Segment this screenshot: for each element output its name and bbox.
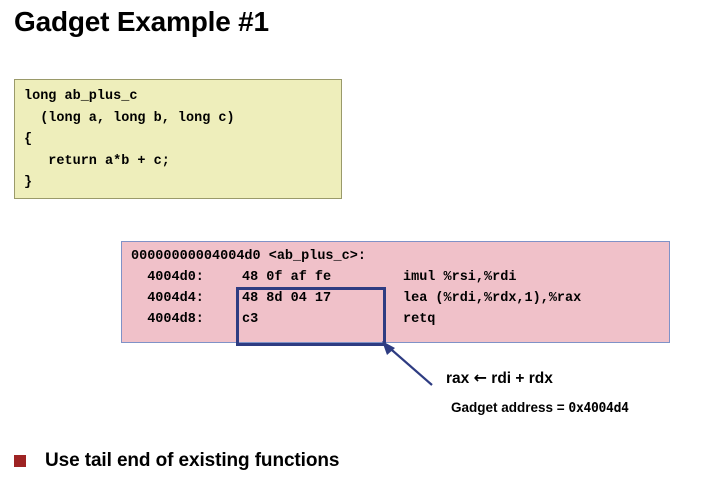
left-arrow-icon: ← xyxy=(473,368,487,387)
disassembly-box: 00000000004004d0 <ab_plus_c>: 4004d0: 48… xyxy=(121,241,670,343)
bullet-item-label: Use tail end of existing functions xyxy=(45,450,340,471)
disassembly-bytes: 48 8d 04 17 xyxy=(242,291,332,306)
bullet-list-item: Use tail end of existing functions xyxy=(14,450,339,472)
page-title: Gadget Example #1 xyxy=(14,6,269,37)
disassembly-address: 4004d4: xyxy=(131,291,204,306)
bullet-square-icon xyxy=(14,455,26,467)
disassembly-mnemonic: lea (%rdi,%rdx,1),%rax xyxy=(403,291,582,306)
callout-arrow-icon xyxy=(382,341,433,386)
c-source-code-text: long ab_plus_c (long a, long b, long c) … xyxy=(24,89,235,190)
annotation-address-label: Gadget address = xyxy=(451,400,569,415)
annotation-gadget-address: Gadget address = 0x4004d4 xyxy=(451,400,629,416)
callout-arrow-head xyxy=(382,341,395,355)
c-source-code-box: long ab_plus_c (long a, long b, long c) … xyxy=(14,79,342,199)
annotation-register-assignment: rax ← rdi + rdx xyxy=(446,368,553,388)
disassembly-bytes: 48 0f af fe xyxy=(242,270,332,285)
callout-arrow-line xyxy=(384,343,433,386)
disassembly-mnemonic: retq xyxy=(403,312,436,327)
disassembly-address: 4004d8: xyxy=(131,312,204,327)
annotation-assignment-prefix: rax xyxy=(446,370,474,387)
annotation-address-value: 0x4004d4 xyxy=(568,401,629,416)
disassembly-bytes: c3 xyxy=(242,312,259,327)
disassembly-mnemonic: imul %rsi,%rdi xyxy=(403,270,517,285)
gadget-highlight-rectangle xyxy=(236,287,386,346)
disassembly-header: 00000000004004d0 <ab_plus_c>: xyxy=(131,249,366,264)
disassembly-address: 4004d0: xyxy=(131,270,204,285)
annotation-assignment-suffix: rdi + rdx xyxy=(487,370,553,387)
